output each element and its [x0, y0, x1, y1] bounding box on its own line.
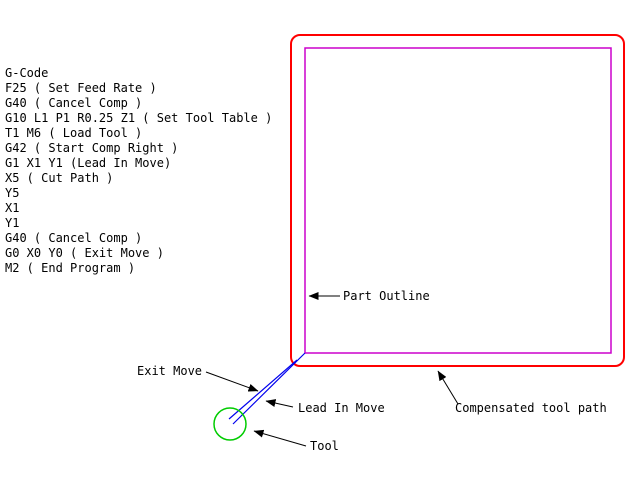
gcode-line: X5 ( Cut Path ) [5, 171, 113, 185]
gcode-line: G10 L1 P1 R0.25 Z1 ( Set Tool Table ) [5, 111, 272, 125]
gcode-line: M2 ( End Program ) [5, 261, 135, 275]
compensated-tool-path-outline [290, 34, 625, 367]
lead-in-move-label: Lead In Move [298, 401, 385, 415]
tool-circle [213, 407, 247, 441]
gcode-line: X1 [5, 201, 19, 215]
gcode-line: Y1 [5, 216, 19, 230]
exit-move-arrow [205, 371, 259, 392]
tool-label: Tool [310, 439, 339, 453]
gcode-listing: G-Code F25 ( Set Feed Rate ) G40 ( Cance… [5, 66, 272, 275]
gcode-line: T1 M6 ( Load Tool ) [5, 126, 142, 140]
gcode-line: G1 X1 Y1 (Lead In Move) [5, 156, 171, 170]
gcode-line: G-Code [5, 66, 48, 80]
exit-move-line [228, 359, 298, 420]
lead-in-move-line [232, 352, 306, 425]
gcode-line: G0 X0 Y0 ( Exit Move ) [5, 246, 164, 260]
part-outline-label: Part Outline [343, 289, 430, 303]
compensated-tool-path-arrow [437, 370, 459, 405]
tool-arrow [253, 429, 307, 447]
gcode-line: G42 ( Start Comp Right ) [5, 141, 178, 155]
gcode-line: F25 ( Set Feed Rate ) [5, 81, 157, 95]
gcode-line: G40 ( Cancel Comp ) [5, 231, 142, 245]
lead-in-move-arrow [265, 399, 294, 408]
gcode-line: G40 ( Cancel Comp ) [5, 96, 142, 110]
gcode-line: Y5 [5, 186, 19, 200]
compensated-tool-path-label: Compensated tool path [455, 401, 607, 415]
part-outline-rect [304, 47, 612, 354]
exit-move-label: Exit Move [137, 364, 202, 378]
